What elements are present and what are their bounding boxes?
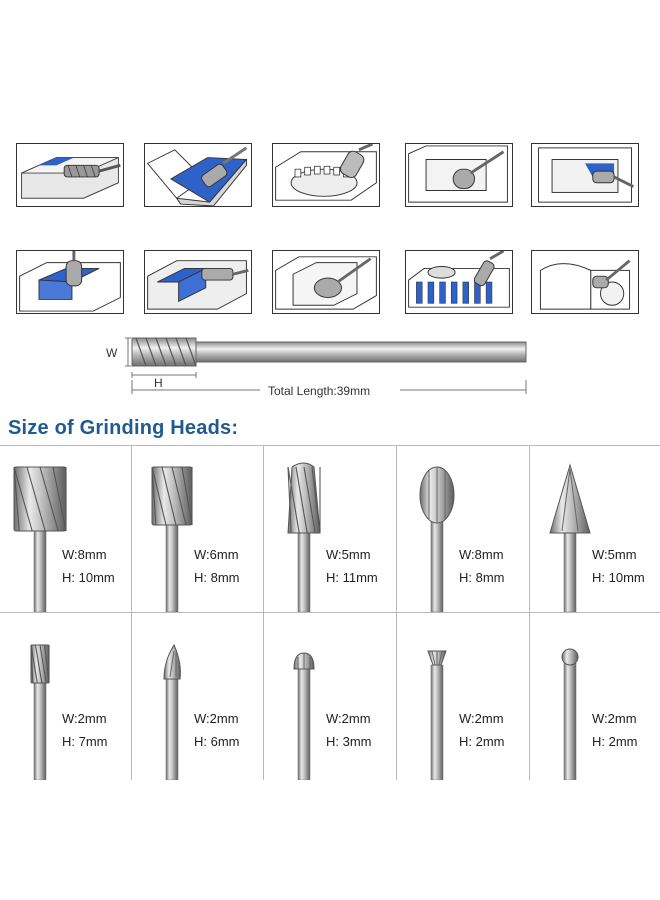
grinding-bit-image <box>419 466 455 612</box>
grinding-head-cell: W:8mm H: 8mm <box>397 445 529 612</box>
height-label: H <box>154 376 163 390</box>
bit-height-spec: H: 2mm <box>592 734 638 749</box>
grinding-bit-image <box>561 648 579 780</box>
usage-illustration-round-recess <box>272 250 380 314</box>
usage-illustration-frame-groove <box>531 143 639 207</box>
usage-illustration-gear-teeth <box>272 143 380 207</box>
grinding-head-cell: W:2mm H: 2mm <box>530 613 660 780</box>
bit-width-spec: W:2mm <box>592 711 637 726</box>
grinding-bit-image <box>287 462 321 612</box>
grinding-head-cell: W:2mm H: 7mm <box>0 613 132 780</box>
grinding-bit-image <box>427 650 447 780</box>
grid-divider <box>0 612 660 613</box>
grinding-head-cell: W:2mm H: 2mm <box>397 613 529 780</box>
grinding-head-cell: W:6mm H: 8mm <box>132 445 264 612</box>
section-title: Size of Grinding Heads: <box>8 417 239 439</box>
bit-height-spec: H: 8mm <box>459 570 505 585</box>
usage-illustration-edge-grinding <box>144 143 252 207</box>
bit-spec: W:8mm H: 8mm <box>459 543 505 589</box>
bit-width-spec: W:5mm <box>326 547 371 562</box>
grid-divider <box>529 445 530 780</box>
grinding-head-cell: W:8mm H: 10mm <box>0 445 132 612</box>
bit-height-spec: H: 6mm <box>194 734 240 749</box>
usage-illustration-fin-blades <box>405 250 513 314</box>
bit-spec: W:5mm H: 10mm <box>592 543 645 589</box>
bit-spec: W:5mm H: 11mm <box>326 543 378 589</box>
grid-divider <box>263 445 264 780</box>
bit-dimension-diagram: W H Total Length:39mm <box>106 334 540 404</box>
grinding-heads-grid: W:8mm H: 10mm W:6mm H: 8mm W:5mm H: 11mm W:… <box>0 445 660 780</box>
grid-divider <box>396 445 397 780</box>
grinding-bit-image <box>13 466 67 612</box>
bit-spec: W:2mm H: 3mm <box>326 707 372 753</box>
usage-illustration-inner-corner <box>405 143 513 207</box>
bit-height-spec: H: 10mm <box>62 570 115 585</box>
bit-spec: W:2mm H: 2mm <box>592 707 638 753</box>
bit-spec: W:8mm H: 10mm <box>62 543 115 589</box>
bit-height-spec: H: 8mm <box>194 570 240 585</box>
bit-height-spec: H: 3mm <box>326 734 372 749</box>
usage-illustration-slot-cutting <box>16 143 124 207</box>
bit-height-spec: H: 2mm <box>459 734 505 749</box>
bit-width-spec: W:8mm <box>459 547 504 562</box>
bit-spec: W:2mm H: 2mm <box>459 707 505 753</box>
grid-divider <box>131 445 132 780</box>
bit-spec: W:2mm H: 6mm <box>194 707 240 753</box>
grinding-bit-image <box>151 466 193 612</box>
grinding-head-cell: W:2mm H: 3mm <box>264 613 396 780</box>
grinding-bit-image <box>293 652 315 780</box>
bit-height-spec: H: 7mm <box>62 734 108 749</box>
bit-width-spec: W:2mm <box>326 711 371 726</box>
grinding-head-cell: W:5mm H: 11mm <box>264 445 396 612</box>
bit-spec: W:2mm H: 7mm <box>62 707 108 753</box>
usage-illustration-pocket-milling <box>16 250 124 314</box>
bit-height-spec: H: 11mm <box>326 570 378 585</box>
total-length-label: Total Length:39mm <box>268 384 371 398</box>
usage-illustration-step-groove <box>144 250 252 314</box>
grinding-bit-image <box>30 644 50 780</box>
grid-divider <box>0 445 660 446</box>
bit-width-spec: W:5mm <box>592 547 637 562</box>
grinding-bit-image <box>163 643 181 780</box>
width-label: W <box>106 346 118 360</box>
bit-spec: W:6mm H: 8mm <box>194 543 240 589</box>
grinding-head-cell: W:5mm H: 10mm <box>530 445 660 612</box>
bit-width-spec: W:2mm <box>194 711 239 726</box>
bit-width-spec: W:2mm <box>459 711 504 726</box>
grinding-bit-image <box>549 463 591 612</box>
grinding-head-cell: W:2mm H: 6mm <box>132 613 264 780</box>
bit-width-spec: W:6mm <box>194 547 239 562</box>
bit-width-spec: W:8mm <box>62 547 107 562</box>
usage-illustration-pipe-edge <box>531 250 639 314</box>
bit-height-spec: H: 10mm <box>592 570 645 585</box>
bit-width-spec: W:2mm <box>62 711 107 726</box>
